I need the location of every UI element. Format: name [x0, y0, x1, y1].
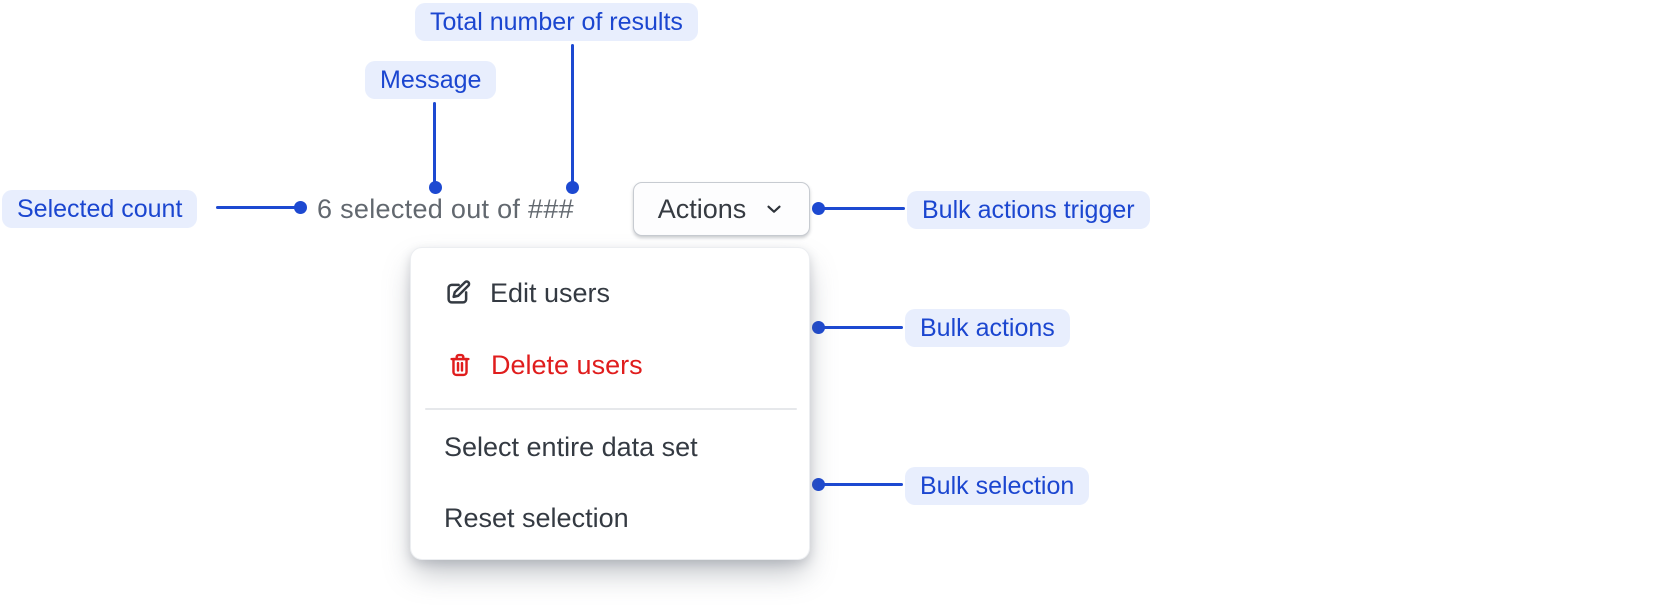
selection-message: 6 selected out of ### — [317, 194, 574, 224]
connector-dot-bulk-actions-trigger — [812, 202, 825, 215]
connector-line-selected-count — [216, 206, 296, 209]
menu-item-edit-users[interactable]: Edit users — [443, 275, 610, 311]
connector-line-bulk-selection — [822, 483, 903, 486]
trash-icon — [446, 350, 474, 380]
connector-line-bulk-actions-trigger — [822, 207, 905, 210]
edit-icon — [443, 278, 473, 308]
connector-dot-total-results — [566, 181, 579, 194]
menu-item-delete-users[interactable]: Delete users — [446, 347, 643, 383]
menu-item-label: Reset selection — [444, 502, 629, 533]
bulk-actions-trigger-button[interactable]: Actions — [633, 182, 810, 236]
connector-dot-bulk-actions — [812, 321, 825, 334]
annotation-label-bulk-selection: Bulk selection — [905, 467, 1090, 505]
bulk-actions-menu: Edit users Delete users Select entire da… — [410, 247, 810, 560]
annotation-label-message: Message — [365, 61, 497, 99]
annotation-label-selected-count: Selected count — [2, 190, 198, 228]
connector-dot-selected-count — [294, 201, 307, 214]
menu-divider — [425, 408, 797, 410]
menu-item-select-entire-data-set[interactable]: Select entire data set — [444, 429, 698, 465]
menu-item-label: Select entire data set — [444, 431, 698, 462]
annotation-label-total-results: Total number of results — [415, 3, 698, 41]
annotation-label-bulk-actions-trigger: Bulk actions trigger — [907, 191, 1150, 229]
connector-line-message — [433, 102, 436, 184]
connector-line-bulk-actions — [822, 326, 903, 329]
connector-line-total-results — [571, 44, 574, 184]
chevron-down-icon — [763, 198, 785, 220]
menu-item-label: Delete users — [491, 349, 643, 380]
connector-dot-message — [429, 181, 442, 194]
connector-dot-bulk-selection — [812, 478, 825, 491]
annotation-label-bulk-actions: Bulk actions — [905, 309, 1070, 347]
menu-item-reset-selection[interactable]: Reset selection — [444, 500, 629, 536]
menu-item-label: Edit users — [490, 277, 611, 308]
actions-button-label: Actions — [657, 193, 747, 224]
